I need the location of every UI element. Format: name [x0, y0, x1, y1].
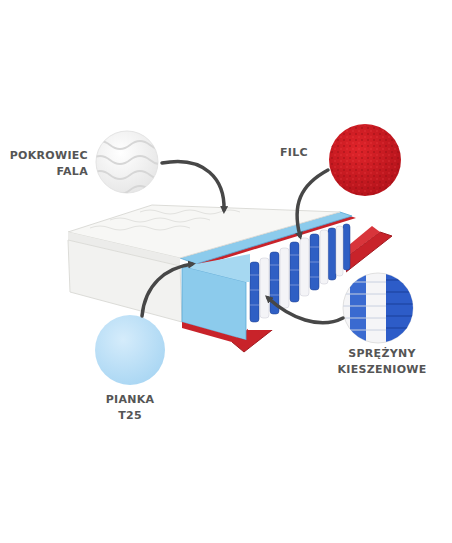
foam-swatch [95, 315, 165, 385]
cover-label: POKROWIEC FALA [4, 148, 88, 180]
leader-arrows [142, 161, 343, 322]
felt-label: FILC [280, 145, 324, 161]
spring-swatch [343, 270, 416, 350]
springs-label: SPRĘŻYNY KIESZENIOWE [324, 346, 440, 378]
cover-swatch [90, 131, 170, 194]
foam-label: PIANKA T25 [95, 392, 165, 424]
felt-swatch [329, 124, 401, 196]
